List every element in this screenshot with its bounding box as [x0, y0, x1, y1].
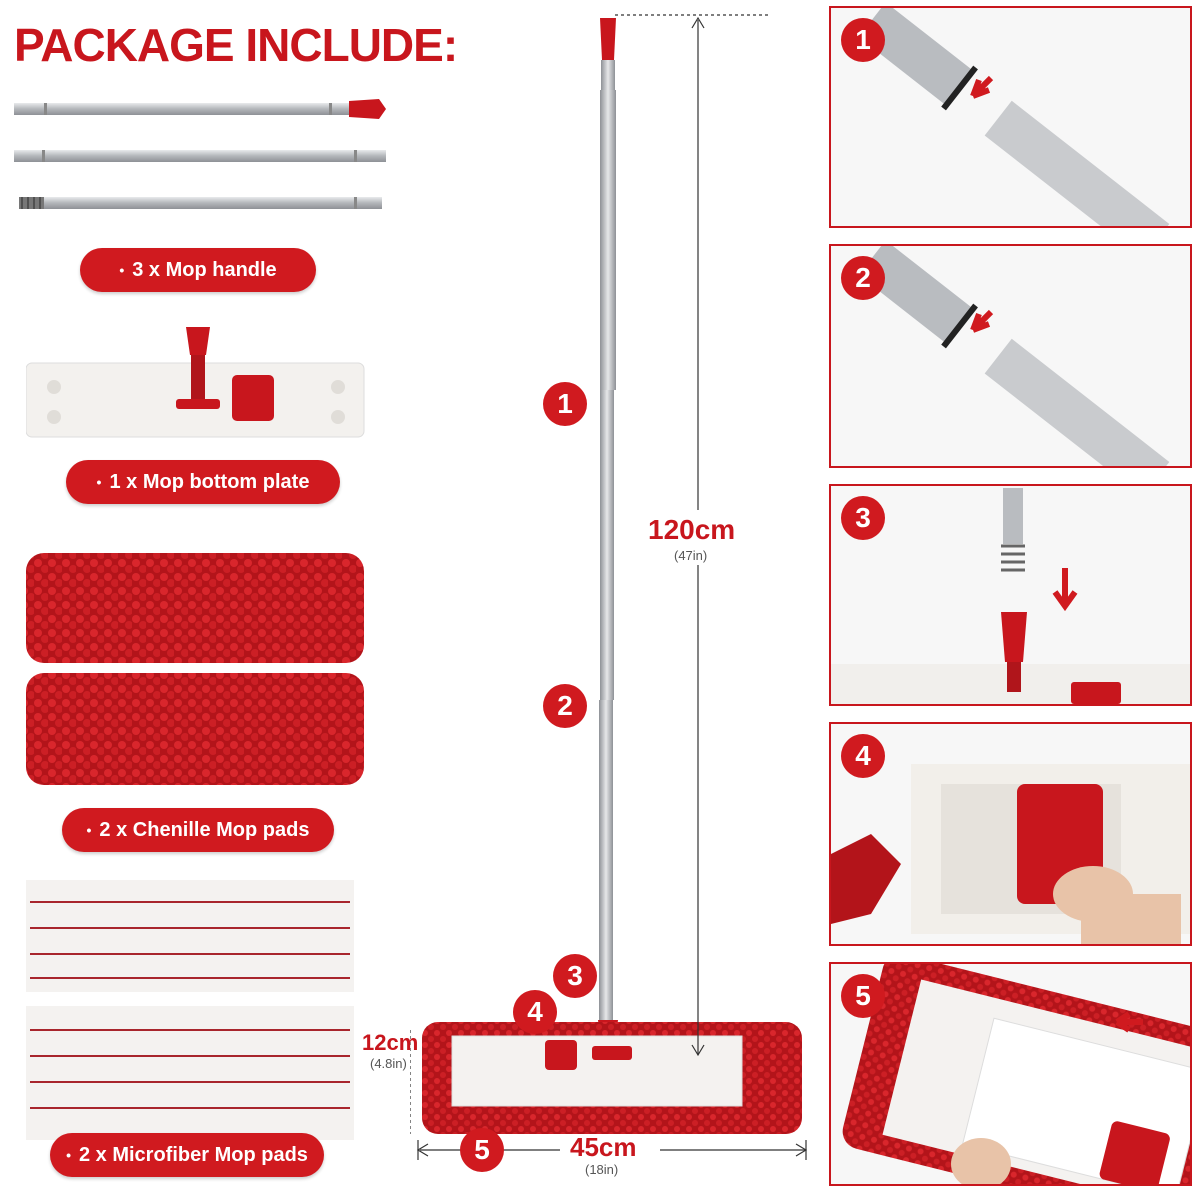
height-label: 120cm	[648, 514, 736, 545]
height-inch-label: (47in)	[674, 548, 708, 563]
width-label: 45cm	[570, 1132, 637, 1162]
assembly-marker-2: 2	[543, 684, 587, 728]
item-label-text: 2 x Chenille Mop pads	[99, 818, 310, 841]
assembly-marker-1: 1	[543, 382, 587, 426]
microfiber-pads-image	[26, 880, 354, 1140]
step-3-image	[831, 488, 1190, 704]
assembled-mop-image	[410, 14, 808, 1160]
step-2-image	[858, 246, 1170, 466]
assembly-step-4: 4	[829, 722, 1192, 946]
assembly-step-5: 5	[829, 962, 1192, 1186]
assembly-marker-4: 4	[513, 990, 557, 1034]
depth-inch-label: (4.8in)	[370, 1056, 407, 1071]
page-title: PACKAGE INCLUDE:	[14, 19, 458, 71]
step-4-image	[831, 764, 1190, 944]
bullet-icon: •	[66, 1147, 71, 1163]
width-inch-label: (18in)	[585, 1162, 619, 1177]
step-number: 2	[841, 256, 885, 300]
bullet-icon: •	[96, 474, 102, 490]
assembly-marker-3: 3	[553, 954, 597, 998]
item-label-microfiber: • 2 x Microfiber Mop pads	[50, 1133, 324, 1177]
item-label-handle: • 3 x Mop handle	[80, 248, 316, 292]
step-number: 5	[841, 974, 885, 1018]
item-label-text: 1 x Mop bottom plate	[109, 470, 310, 493]
step-5-image	[842, 964, 1190, 1184]
step-number: 3	[841, 496, 885, 540]
depth-label: 12cm	[362, 1030, 419, 1055]
item-label-text: 2 x Microfiber Mop pads	[78, 1143, 308, 1166]
step-number: 1	[841, 18, 885, 62]
assembly-marker-5: 5	[460, 1128, 504, 1172]
bullet-icon: •	[86, 822, 92, 838]
step-number: 4	[841, 734, 885, 778]
item-label-chenille: • 2 x Chenille Mop pads	[62, 808, 334, 852]
mop-handles-image	[14, 99, 386, 209]
assembly-step-3: 3	[829, 484, 1192, 706]
chenille-pads-image	[26, 553, 364, 785]
step-1-image	[858, 8, 1170, 226]
assembly-step-2: 2	[829, 244, 1192, 468]
mop-bottom-plate-image	[26, 327, 365, 438]
item-label-text: 3 x Mop handle	[132, 258, 277, 281]
assembly-step-1: 1	[829, 6, 1192, 228]
item-label-plate: • 1 x Mop bottom plate	[66, 460, 340, 504]
bullet-icon: •	[119, 262, 125, 278]
